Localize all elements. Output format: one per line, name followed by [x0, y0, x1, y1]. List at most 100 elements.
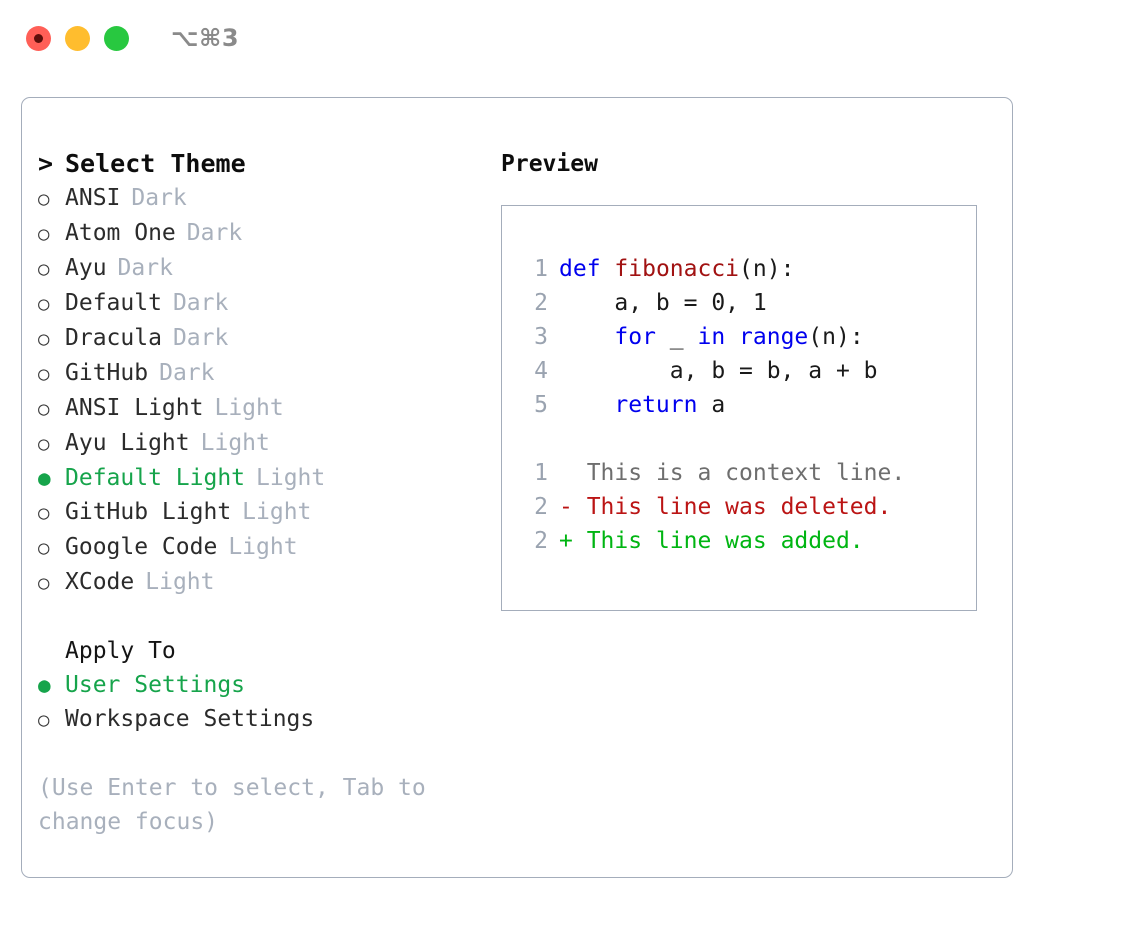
theme-option-ansi-light[interactable]: ○ ANSI Light Light: [38, 391, 488, 426]
diff-line-text: This is a context line.: [559, 456, 906, 490]
diff-sample: 1 This is a context line.2- This line wa…: [518, 456, 976, 558]
theme-option-label: Dracula: [65, 325, 162, 351]
code-line-text: a, b = b, a + b: [559, 354, 878, 388]
theme-option-variant: Light: [242, 499, 312, 525]
theme-option-label: Default: [65, 290, 162, 316]
diff-text: This line was added.: [572, 528, 864, 554]
radio-unselected-icon: ○: [38, 293, 50, 315]
code-line-text: def fibonacci(n):: [559, 252, 794, 286]
line-number: 5: [534, 392, 548, 418]
theme-option-ayu[interactable]: ○ Ayu Dark: [38, 251, 488, 286]
keyboard-hint: (Use Enter to select, Tab to change focu…: [38, 775, 426, 835]
radio-unselected-icon: ○: [38, 258, 50, 280]
theme-option-dracula[interactable]: ○ Dracula Dark: [38, 321, 488, 356]
apply-to-option-label: Workspace Settings: [65, 706, 315, 732]
radio-unselected-icon: ○: [38, 433, 50, 455]
theme-option-google-code[interactable]: ○ Google Code Light: [38, 530, 488, 565]
radio-unselected-icon: ○: [38, 223, 50, 245]
preview-spacer: [518, 422, 976, 456]
minimize-button[interactable]: [65, 25, 90, 51]
code-token-kw: in: [697, 324, 726, 350]
diff-text: This line was deleted.: [572, 494, 892, 520]
code-token-plain: [559, 324, 614, 350]
apply-to-list: ● User Settings ○ Workspace Settings: [38, 668, 488, 737]
theme-option-variant: Light: [256, 465, 326, 491]
code-token-plain: [725, 324, 739, 350]
diff-text: This is a context line.: [572, 460, 906, 486]
code-token-kw: def: [559, 256, 601, 282]
select-theme-header: > Select Theme: [38, 147, 488, 181]
radio-unselected-icon: ○: [38, 709, 50, 731]
diff-marker: -: [559, 494, 573, 520]
apply-to-header-label: Apply To: [65, 638, 176, 664]
code-line: 2 a, b = 0, 1: [518, 286, 976, 320]
theme-option-variant: Light: [200, 430, 270, 456]
theme-option-variant: Light: [228, 534, 298, 560]
radio-unselected-icon: ○: [38, 537, 50, 559]
diff-line-add: 2+ This line was added.: [518, 524, 976, 558]
radio-unselected-icon: ○: [38, 502, 50, 524]
theme-option-variant: Dark: [131, 185, 187, 211]
theme-option-variant: Dark: [172, 325, 229, 351]
preview-title: Preview: [501, 151, 598, 177]
radio-unselected-icon: ○: [38, 328, 50, 350]
code-line: 3 for _ in range(n):: [518, 320, 976, 354]
theme-option-label: Google Code: [65, 534, 218, 560]
line-number: 3: [534, 324, 548, 350]
radio-unselected-icon: ○: [38, 398, 50, 420]
theme-option-label: Atom One: [65, 220, 176, 246]
code-line: 4 a, b = b, a + b: [518, 354, 976, 388]
code-line-text: for _ in range(n):: [559, 320, 864, 354]
maximize-button[interactable]: [104, 25, 129, 51]
theme-option-label: GitHub Light: [65, 499, 232, 525]
close-button[interactable]: [26, 25, 51, 51]
code-token-kw: range: [739, 324, 809, 350]
code-line-text: return a: [559, 388, 725, 422]
diff-line-context: 1 This is a context line.: [518, 456, 976, 490]
code-token-fn: fibonacci: [614, 256, 740, 282]
theme-option-variant: Light: [145, 569, 215, 595]
theme-option-github-light[interactable]: ○ GitHub Light Light: [38, 495, 488, 530]
theme-option-variant: Dark: [117, 255, 173, 281]
theme-option-default[interactable]: ○ Default Dark: [38, 286, 488, 321]
radio-unselected-icon: ○: [38, 188, 50, 210]
code-token-plain: a, b = 0, 1: [559, 290, 767, 316]
theme-option-label: GitHub: [65, 360, 149, 386]
apply-to-option-label: User Settings: [65, 672, 246, 698]
code-token-kw: for: [614, 324, 656, 350]
code-token-plain: (n):: [808, 324, 864, 350]
diff-marker: [559, 460, 573, 486]
title-bar: ⌥⌘3: [0, 0, 1140, 76]
code-token-plain: [601, 256, 615, 282]
code-line-text: a, b = 0, 1: [559, 286, 767, 320]
line-number: 1: [534, 460, 548, 486]
code-token-plain: (n):: [739, 256, 795, 282]
theme-option-variant: Dark: [172, 290, 229, 316]
theme-option-variant: Light: [214, 395, 284, 421]
theme-option-label: ANSI Light: [65, 395, 204, 421]
apply-to-option-user-settings[interactable]: ● User Settings: [38, 668, 488, 702]
line-number: 4: [534, 358, 548, 384]
radio-selected-icon: ●: [38, 673, 51, 697]
theme-option-label: XCode: [65, 569, 135, 595]
select-theme-header-label: Select Theme: [65, 149, 246, 178]
line-number: 2: [534, 494, 548, 520]
theme-option-label: Ayu: [65, 255, 107, 281]
theme-option-label: Default Light: [65, 465, 246, 491]
line-number: 2: [534, 528, 548, 554]
apply-to-option-workspace-settings[interactable]: ○ Workspace Settings: [38, 702, 488, 737]
diff-line-text: - This line was deleted.: [559, 490, 891, 524]
